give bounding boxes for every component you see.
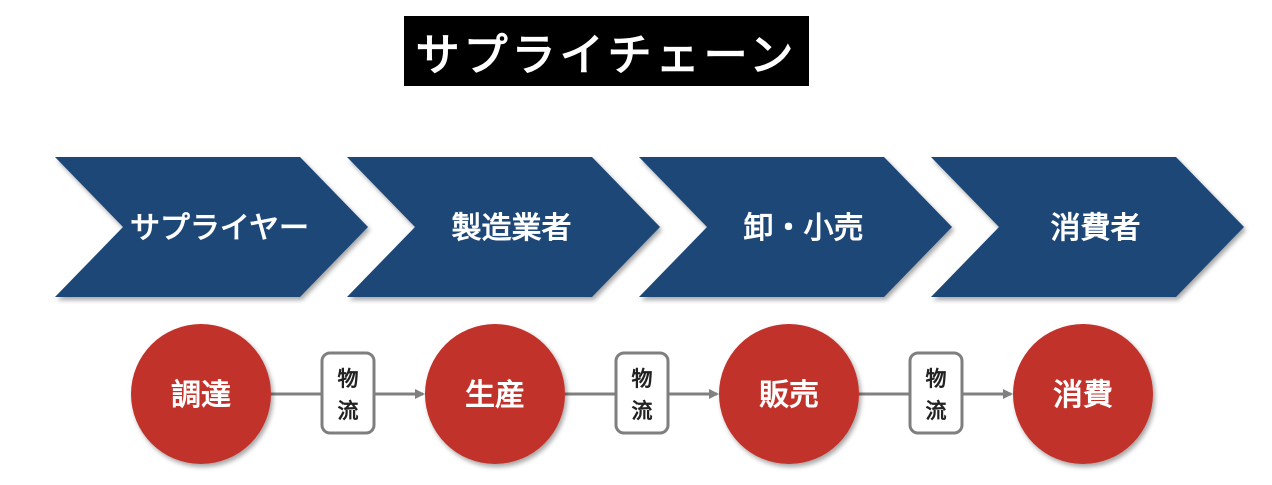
stage-chevron: サプライヤー: [55, 157, 368, 297]
process-circle: [131, 324, 271, 464]
chevron-shape: [931, 157, 1244, 297]
chevron-shape: [55, 157, 368, 297]
logistics-link: 物流: [859, 351, 1013, 435]
page-title: サプライチェーン: [404, 16, 809, 86]
chevron-shape: [347, 157, 660, 297]
process-label: 調達: [171, 378, 231, 413]
logistics-label-line1: 物: [632, 367, 653, 391]
logistics-box: [614, 351, 670, 435]
chevron-shape: [639, 157, 952, 297]
process-node: 販売: [719, 324, 859, 464]
process-label: 消費: [1053, 378, 1113, 413]
stage-label: 卸・小売: [744, 211, 864, 246]
stage-chevrons: サプライヤー 製造業者 卸・小売 消費者: [55, 157, 1244, 297]
process-node: 消費: [1013, 324, 1153, 464]
stage-chevron: 卸・小売: [639, 157, 952, 297]
logistics-label-line2: 流: [338, 399, 359, 423]
process-nodes: 調達 生産 販売 消費: [131, 324, 1153, 464]
logistics-label-line2: 流: [926, 399, 947, 423]
process-label: 販売: [759, 378, 819, 413]
title-text: サプライチェーン: [415, 30, 798, 81]
process-circle: [719, 324, 859, 464]
logistics-label-line2: 流: [632, 399, 653, 423]
process-label: 生産: [465, 378, 525, 413]
process-circle: [1013, 324, 1153, 464]
logistics-box: [908, 351, 964, 435]
stage-label: 製造業者: [452, 211, 572, 246]
logistics-link: 物流: [565, 351, 719, 435]
stage-chevron: 消費者: [931, 157, 1244, 297]
logistics-label-line1: 物: [926, 367, 947, 391]
stage-chevron: 製造業者: [347, 157, 660, 297]
stage-label: サプライヤー: [130, 211, 309, 246]
process-node: 生産: [425, 324, 565, 464]
logistics-label-line1: 物: [338, 367, 359, 391]
logistics-link: 物流: [271, 351, 425, 435]
process-node: 調達: [131, 324, 271, 464]
logistics-box: [320, 351, 376, 435]
stage-label: 消費者: [1051, 211, 1141, 246]
process-circle: [425, 324, 565, 464]
